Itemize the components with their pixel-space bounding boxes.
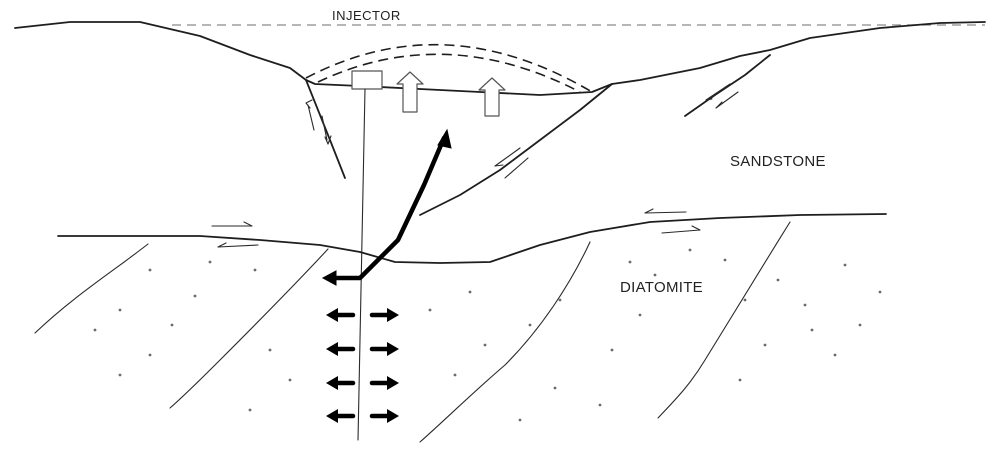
formation-contact bbox=[57, 213, 887, 264]
hydraulic-fracture-arrows bbox=[326, 308, 399, 423]
ground-surface bbox=[14, 21, 986, 96]
upper-right-fault bbox=[684, 54, 771, 117]
right-fault bbox=[419, 83, 613, 216]
injector-well bbox=[357, 88, 366, 441]
diatomite-fracture-4 bbox=[657, 221, 791, 419]
uplift-arrow-right bbox=[478, 77, 506, 117]
diatomite-fracture-2 bbox=[169, 248, 329, 409]
label-injector: INJECTOR bbox=[332, 8, 401, 23]
fracture-breakthrough-arrowhead bbox=[437, 128, 452, 149]
label-diatomite: DIATOMITE bbox=[620, 279, 703, 296]
upper-right-fault-slip-arrow bbox=[705, 83, 739, 109]
diatomite-fracture-1 bbox=[34, 243, 149, 334]
contact-slip-arrow-left bbox=[211, 221, 259, 248]
left-fault-slip-arrow bbox=[305, 99, 332, 145]
label-sandstone: SANDSTONE bbox=[730, 153, 826, 170]
uplift-arc-inner bbox=[317, 53, 581, 93]
injector-wellhead bbox=[351, 70, 383, 90]
right-fault-slip-arrow bbox=[494, 147, 529, 179]
fracture-left-arrowhead bbox=[321, 270, 337, 286]
diatomite-fracture-3 bbox=[419, 241, 591, 443]
uplift-arc-outer bbox=[305, 43, 593, 93]
uplift-arrow-left bbox=[396, 71, 424, 113]
contact-slip-arrow-right bbox=[644, 208, 701, 234]
fracture-breakthrough-path bbox=[327, 135, 447, 281]
left-fault bbox=[305, 79, 346, 179]
diatomite-dots bbox=[93, 248, 882, 422]
